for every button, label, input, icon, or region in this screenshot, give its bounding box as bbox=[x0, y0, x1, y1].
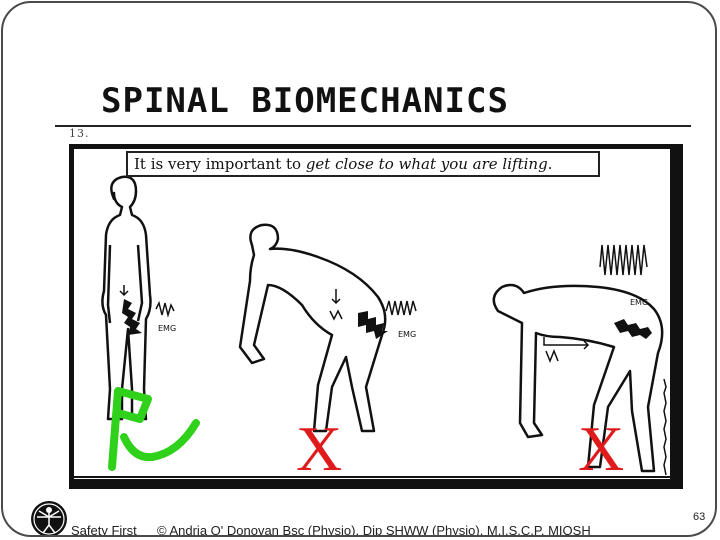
emg-label-3: EMG bbox=[630, 298, 648, 307]
emg-label-2: EMG bbox=[398, 330, 416, 339]
page-number-fragment: 13. bbox=[69, 127, 90, 140]
vitruvian-man-icon bbox=[31, 501, 67, 535]
edge-noise bbox=[663, 378, 667, 476]
emg-label-1: EMG bbox=[158, 324, 176, 333]
slide-title: SPINAL BIOMECHANICS bbox=[101, 81, 509, 121]
arrow-3 bbox=[543, 337, 590, 350]
arrow-2 bbox=[331, 289, 341, 305]
caption-italic: get close to what you are lifting bbox=[305, 155, 548, 173]
caption-plain: It is very important to bbox=[134, 155, 306, 173]
illustration-panel: EMG EMG bbox=[74, 149, 670, 479]
spine-mark-3 bbox=[614, 319, 652, 339]
standing-figure bbox=[101, 175, 152, 421]
emg-trace-3 bbox=[599, 244, 648, 276]
incorrect-x-mark-2: X bbox=[578, 413, 625, 480]
spine-mark-1 bbox=[122, 299, 142, 335]
emg-trace-2 bbox=[385, 300, 417, 316]
lifting-postures-drawing: EMG EMG bbox=[74, 175, 670, 478]
caption-end: . bbox=[547, 155, 553, 173]
spine-mark-2 bbox=[358, 311, 388, 339]
emg-trace-1 bbox=[155, 300, 175, 318]
footer-copyright: © Andria O' Donovan Bsc (Physio), Dip SH… bbox=[157, 523, 591, 537]
incorrect-x-mark-1: X bbox=[296, 413, 343, 480]
title-divider bbox=[55, 125, 691, 127]
caption-box: It is very important to get close to wha… bbox=[126, 151, 600, 177]
approved-check-mark bbox=[108, 387, 200, 471]
footer-section-label: Safety First bbox=[71, 523, 137, 537]
slide-number: 63 bbox=[693, 511, 706, 523]
lifting-illustration: EMG EMG bbox=[69, 144, 683, 489]
arrow-1 bbox=[119, 285, 129, 297]
partial-bend-figure bbox=[238, 223, 387, 433]
